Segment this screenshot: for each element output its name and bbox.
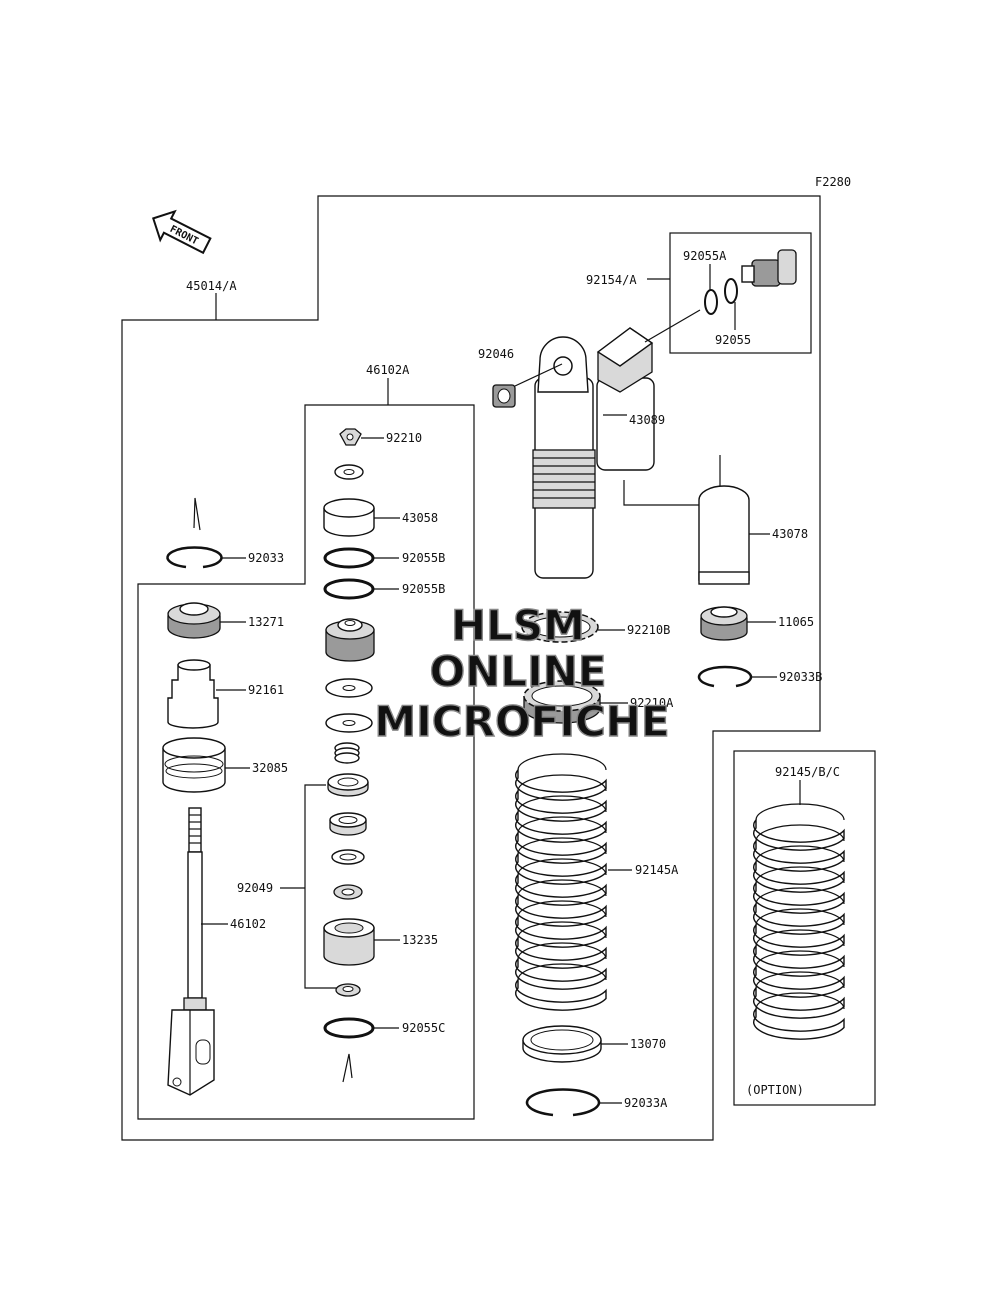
bump-rubber-92161 xyxy=(167,659,246,729)
spring-92145A xyxy=(515,753,607,1011)
option-box xyxy=(733,750,876,1106)
spring-coil-back xyxy=(517,900,607,918)
label-92210A: 92210A xyxy=(630,696,674,710)
label-92033: 92033 xyxy=(248,551,284,565)
o-ring-92055 xyxy=(724,278,738,304)
spring-coil-back xyxy=(755,950,845,968)
spring-coil-back xyxy=(755,887,845,905)
o-ring-92055A xyxy=(704,289,718,315)
damper-rod-46102 xyxy=(167,807,228,1096)
label-92161: 92161 xyxy=(248,683,284,697)
shim-stack xyxy=(327,773,369,900)
bladder-43078 xyxy=(698,485,770,585)
label-92055: 92055 xyxy=(715,333,751,347)
spring-coil-back xyxy=(755,803,845,821)
circlip-92033A xyxy=(525,1088,601,1117)
cap-11065 xyxy=(700,606,776,641)
spring-coil xyxy=(515,978,607,1011)
svg-text:ONLINE: ONLINE xyxy=(429,647,606,696)
label-92033A: 92033A xyxy=(624,1096,668,1110)
spring-coil-back xyxy=(517,858,607,876)
spring-coil-back xyxy=(517,921,607,939)
locknut-92210A xyxy=(523,680,628,724)
spring-guide-13070 xyxy=(522,1025,628,1063)
main-assembly-frame xyxy=(121,195,821,1141)
spring-coil-back xyxy=(755,992,845,1010)
label-43078: 43078 xyxy=(772,527,808,541)
label-92055A: 92055A xyxy=(683,249,727,263)
label-92210B: 92210B xyxy=(627,623,670,637)
adjuster-valve xyxy=(741,249,797,287)
bump-cap-13271 xyxy=(167,602,246,639)
shock-body-45014 xyxy=(532,327,655,579)
front-arrow-icon: FRONT xyxy=(152,209,212,255)
bearing-92046 xyxy=(492,363,563,408)
o-ring-92055C xyxy=(323,1017,375,1039)
spring-coil-back xyxy=(517,963,607,981)
option-label: (OPTION) xyxy=(746,1083,804,1097)
label-46102A: 46102A xyxy=(366,363,410,377)
spring-coil-back xyxy=(517,774,607,792)
spring-coil-back xyxy=(755,929,845,947)
small-spring xyxy=(334,742,360,764)
label-45014A: 45014/A xyxy=(186,279,237,293)
spring-coil-back xyxy=(755,908,845,926)
watermark: HLSM ONLINE MICROFICHE xyxy=(374,600,671,746)
spring-coil-back xyxy=(517,942,607,960)
locknut-92210B xyxy=(521,611,625,643)
spring-coil xyxy=(753,1007,845,1040)
spring-coil-back xyxy=(755,971,845,989)
cap-32085 xyxy=(162,737,250,793)
label-32085: 32085 xyxy=(252,761,288,775)
label-43089: 43089 xyxy=(629,413,665,427)
label-92049: 92049 xyxy=(237,881,273,895)
adjuster-box xyxy=(669,232,812,354)
spring-coil-back xyxy=(517,753,607,771)
label-92145BC: 92145/B/C xyxy=(775,765,840,779)
figure-code: F2280 xyxy=(815,175,851,189)
label-92055B-2: 92055B xyxy=(402,582,445,596)
o-ring-92055B-1 xyxy=(323,547,375,569)
label-92046: 92046 xyxy=(478,347,514,361)
spring-coil-back xyxy=(517,795,607,813)
spring-coil-back xyxy=(517,837,607,855)
piston-13235 xyxy=(323,918,400,966)
label-92033B: 92033B xyxy=(779,670,822,684)
svg-text:MICROFICHE: MICROFICHE xyxy=(374,697,669,746)
label-13271: 13271 xyxy=(248,615,284,629)
label-13070: 13070 xyxy=(630,1037,666,1051)
circlip-92033B xyxy=(697,665,753,688)
label-92154A: 92154/A xyxy=(586,273,637,287)
collar-43058 xyxy=(323,498,400,537)
nut-92210 xyxy=(339,428,384,446)
label-92055B-1: 92055B xyxy=(402,551,445,565)
label-92055C: 92055C xyxy=(402,1021,445,1035)
svg-text:HLSM: HLSM xyxy=(451,601,585,650)
label-92210: 92210 xyxy=(386,431,422,445)
rod-assembly-frame xyxy=(137,404,475,1120)
circlip-92033 xyxy=(166,546,246,569)
label-43058: 43058 xyxy=(402,511,438,525)
spring-coil-back xyxy=(517,879,607,897)
spring-92145BC xyxy=(753,803,845,1040)
label-46102: 46102 xyxy=(230,917,266,931)
spring-coil-back xyxy=(755,866,845,884)
o-ring-92055B-2 xyxy=(323,578,375,600)
label-13235: 13235 xyxy=(402,933,438,947)
seal-head xyxy=(325,618,375,662)
spring-coil-back xyxy=(755,824,845,842)
label-11065: 11065 xyxy=(778,615,814,629)
spring-coil-back xyxy=(517,816,607,834)
label-92145A: 92145A xyxy=(635,863,679,877)
spring-coil-back xyxy=(755,845,845,863)
